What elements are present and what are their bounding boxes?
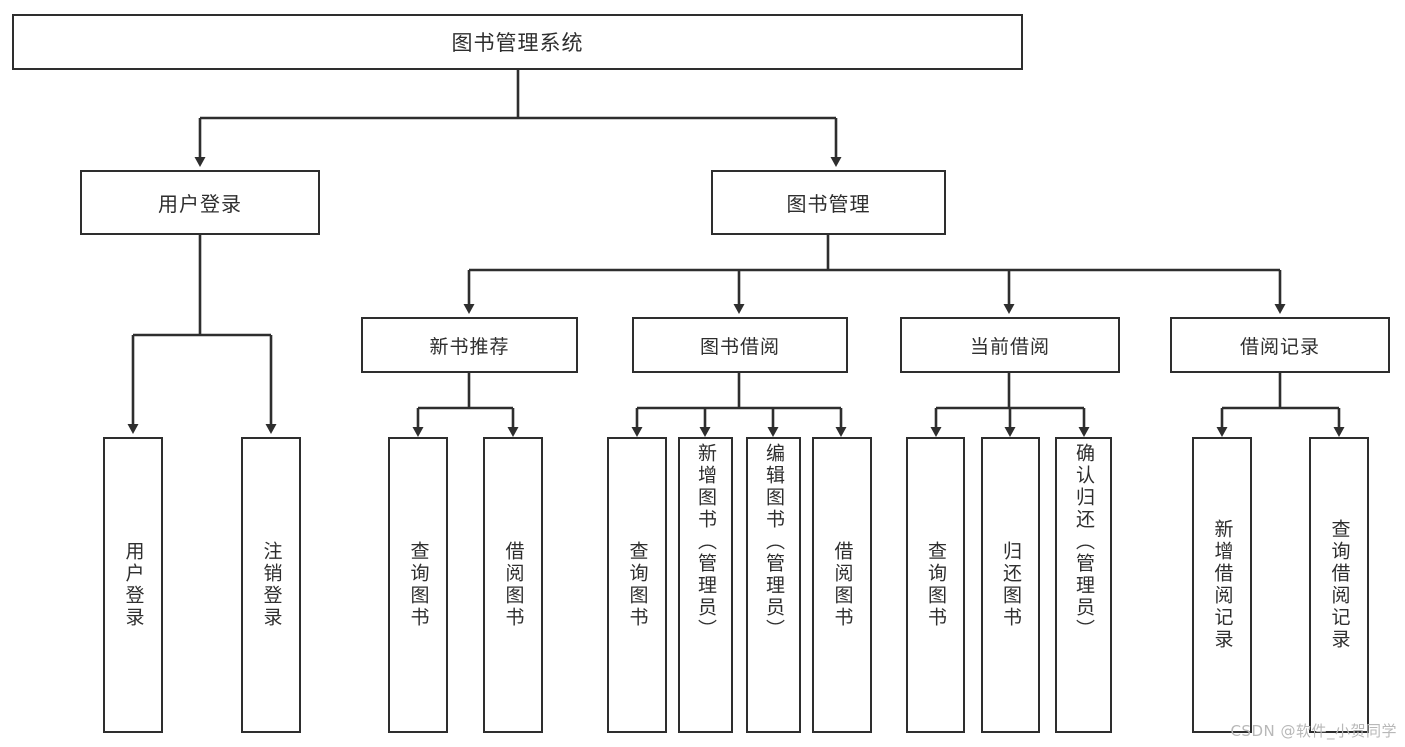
node-label: 图书管理系统 <box>451 31 584 55</box>
node-borrow-record[interactable]: 借阅记录 <box>1170 317 1390 373</box>
watermark: CSDN @软件_小贺同学 <box>1230 722 1397 740</box>
node-book-borrow[interactable]: 图书借阅 <box>632 317 848 373</box>
node-label: 查询图书 <box>925 541 947 629</box>
node-current-borrow[interactable]: 当前借阅 <box>900 317 1120 373</box>
node-label: 查询图书 <box>407 541 430 629</box>
leaf-user-login[interactable]: 用户登录 <box>103 437 163 733</box>
node-label: 编辑图书（管理员） <box>763 443 785 641</box>
leaf-record-add-borrow-record[interactable]: 新增借阅记录 <box>1192 437 1252 733</box>
node-user-login[interactable]: 用户登录 <box>80 170 320 235</box>
leaf-record-query-borrow-record[interactable]: 查询借阅记录 <box>1309 437 1369 733</box>
node-label: 图书借阅 <box>699 335 780 358</box>
node-label: 查询图书 <box>626 541 649 629</box>
node-label: 确认归还（管理员） <box>1073 443 1095 641</box>
node-label: 图书管理 <box>786 192 871 216</box>
node-new-book-recommend[interactable]: 新书推荐 <box>361 317 578 373</box>
leaf-recommend-query-book[interactable]: 查询图书 <box>388 437 448 733</box>
node-label: 用户登录 <box>122 541 145 629</box>
leaf-current-return-book[interactable]: 归还图书 <box>981 437 1040 733</box>
leaf-recommend-borrow-book[interactable]: 借阅图书 <box>483 437 543 733</box>
leaf-borrow-edit-book-admin[interactable]: 编辑图书（管理员） <box>746 437 801 733</box>
node-label: 新增借阅记录 <box>1211 519 1234 651</box>
node-root-system[interactable]: 图书管理系统 <box>12 14 1023 70</box>
leaf-borrow-add-book-admin[interactable]: 新增图书（管理员） <box>678 437 733 733</box>
node-label: 归还图书 <box>1000 541 1022 629</box>
leaf-current-query-book[interactable]: 查询图书 <box>906 437 965 733</box>
node-label: 查询借阅记录 <box>1328 519 1351 651</box>
leaf-borrow-borrow-book[interactable]: 借阅图书 <box>812 437 872 733</box>
node-label: 新书推荐 <box>429 335 510 358</box>
leaf-current-confirm-return-admin[interactable]: 确认归还（管理员） <box>1055 437 1112 733</box>
leaf-borrow-query-book[interactable]: 查询图书 <box>607 437 667 733</box>
leaf-user-logout[interactable]: 注销登录 <box>241 437 301 733</box>
node-label: 用户登录 <box>158 192 242 216</box>
node-label: 当前借阅 <box>969 335 1050 358</box>
node-label: 借阅图书 <box>502 541 525 629</box>
node-label: 借阅图书 <box>831 541 854 629</box>
node-label: 新增图书（管理员） <box>695 443 717 641</box>
node-book-management[interactable]: 图书管理 <box>711 170 946 235</box>
node-label: 注销登录 <box>260 541 283 629</box>
node-label: 借阅记录 <box>1239 335 1320 358</box>
